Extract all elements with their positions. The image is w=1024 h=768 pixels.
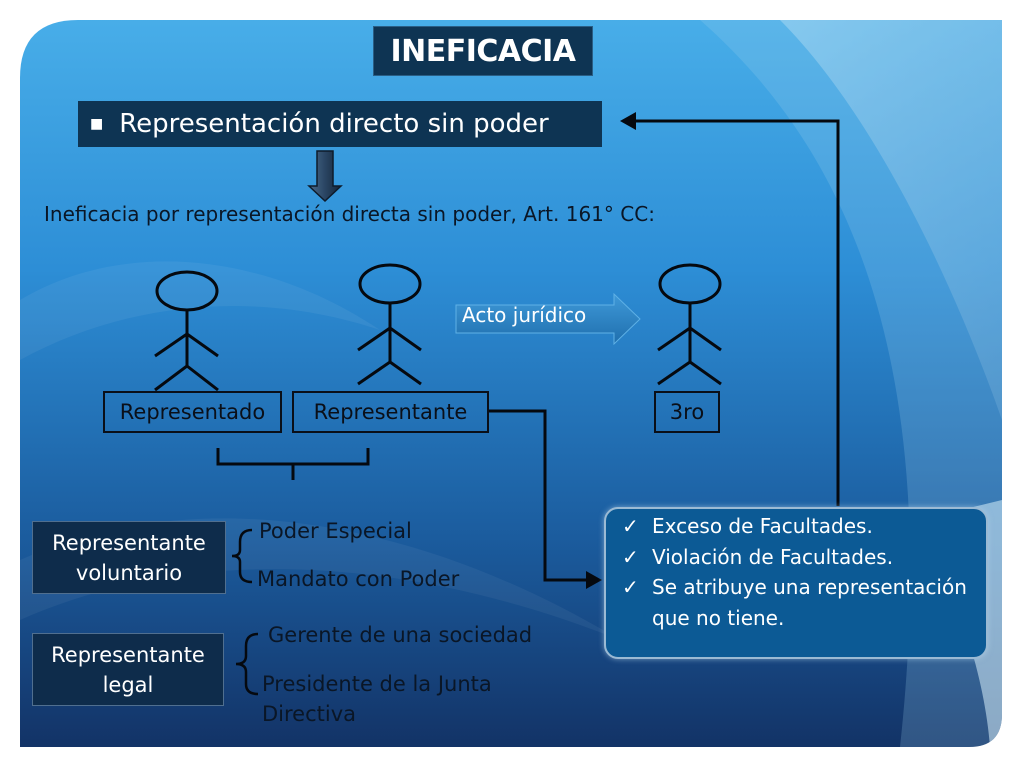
legal-label-line2: legal [102, 672, 154, 697]
subtitle-text: Representación directo sin poder [119, 109, 549, 139]
consequence-item: ✓Violación de Facultades. [620, 542, 976, 573]
legal-option-2: Presidente de la Junta [262, 672, 492, 696]
check-icon: ✓ [622, 514, 639, 538]
legal-label-line1: Representante [51, 642, 205, 667]
legal-option-1: Gerente de una sociedad [268, 623, 533, 647]
consequences-list: ✓Exceso de Facultades. ✓Violación de Fac… [620, 511, 976, 633]
voluntary-label-line2: voluntario [75, 560, 183, 585]
legal-brace [235, 632, 259, 696]
person-represented-icon [154, 270, 219, 392]
act-arrow-icon [455, 292, 641, 346]
role-box-represented: Representado [103, 391, 282, 433]
role-box-representative: Representante [292, 391, 489, 433]
consequence-item: ✓Exceso de Facultades. [620, 511, 976, 542]
legal-representative-box: Representante legal [32, 633, 224, 706]
arrowhead-icon [620, 112, 636, 130]
role-box-third: 3ro [654, 391, 720, 433]
slide-title: INEFICACIA [373, 26, 593, 76]
role-group-bracket [216, 448, 370, 480]
arrowhead-icon [586, 571, 602, 589]
voluntary-option-1: Poder Especial [259, 519, 412, 543]
legal-option-2-continued: Directiva [262, 702, 357, 726]
voluntary-brace [231, 528, 253, 584]
consequences-box: ✓Exceso de Facultades. ✓Violación de Fac… [604, 507, 988, 659]
subtitle-box: ■ Representación directo sin poder [78, 101, 602, 147]
heading-text: Ineficacia por representación directa si… [44, 202, 655, 226]
person-third-icon [657, 263, 722, 386]
down-arrow-icon [307, 150, 343, 203]
voluntary-representative-box: Representante voluntario [32, 521, 226, 594]
check-icon: ✓ [622, 575, 639, 599]
voluntary-option-2: Mandato con Poder [257, 567, 460, 591]
consequences-to-subtitle-connector [634, 119, 840, 506]
consequence-item: ✓Se atribuye una representación que no t… [620, 572, 976, 633]
voluntary-label-line1: Representante [52, 530, 206, 555]
person-representative-icon [357, 263, 422, 386]
representative-to-consequences-connector [488, 409, 588, 582]
check-icon: ✓ [622, 544, 639, 569]
square-bullet-icon: ■ [90, 116, 104, 132]
act-label: Acto jurídico [462, 303, 587, 327]
